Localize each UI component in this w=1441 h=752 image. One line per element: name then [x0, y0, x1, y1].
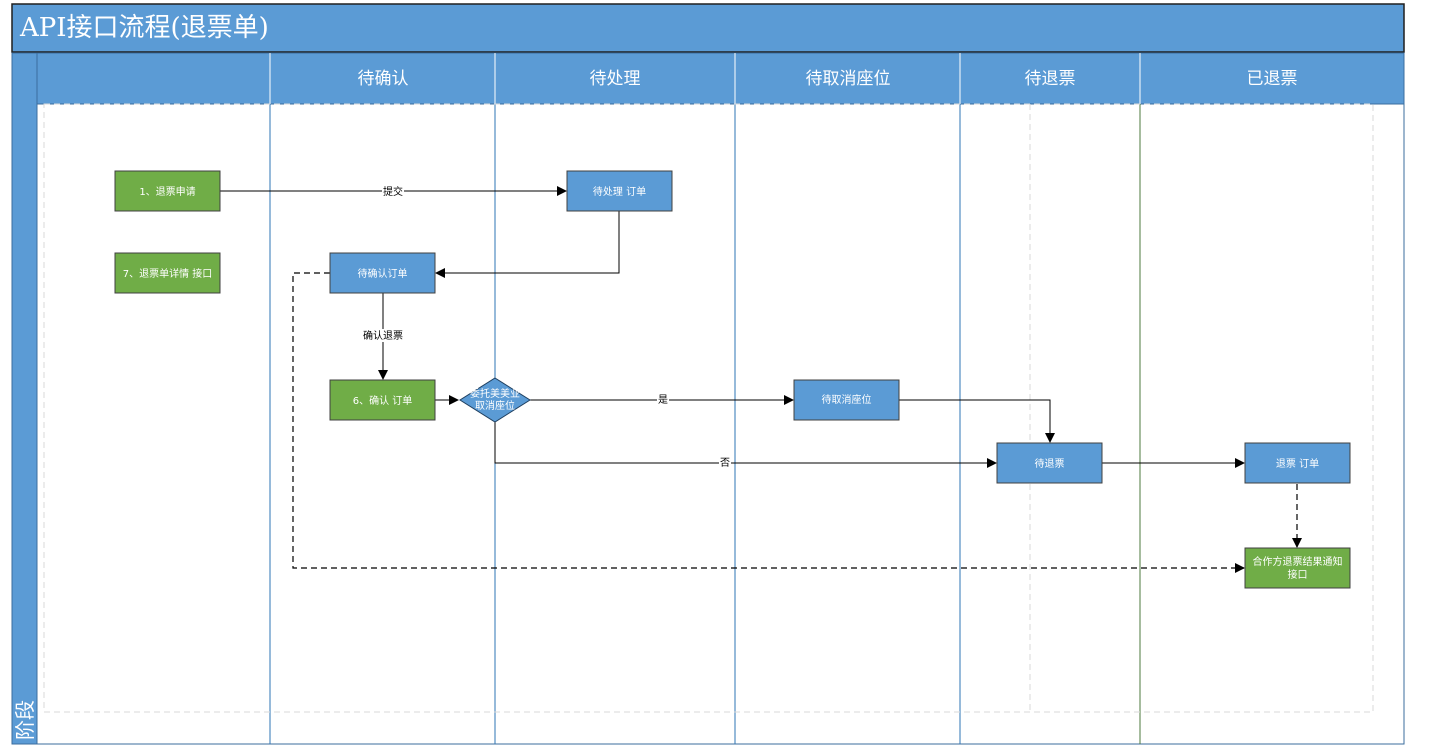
edge-label-no-bg: [719, 457, 731, 469]
node-pending-confirm-order[interactable]: 待确认订单: [329, 252, 436, 294]
node-partner-notify[interactable]: 合作方退票结果通知 接口: [1244, 547, 1351, 589]
node-decision-cancel-seat[interactable]: 委托美美业 取消座位: [459, 377, 531, 423]
node-refunded-label: 退票 订单: [1276, 458, 1319, 470]
lane-header-pending-cancel-seat: 待取消座位: [806, 69, 891, 89]
edge-label-submit: 提交: [383, 185, 403, 198]
pool-frame: [11, 3, 1405, 745]
node-pending-confirm-label: 待确认订单: [358, 267, 408, 280]
phase-label: 阶段: [13, 700, 37, 740]
phase-column: [11, 52, 38, 745]
page-guides: [43, 103, 1374, 713]
node-detail-label: 7、退票单详情 接口: [123, 267, 213, 280]
node-pending-cancel-label: 待取消座位: [822, 393, 872, 406]
diagram-title: API接口流程(退票单): [19, 13, 269, 43]
node-detail[interactable]: 7、退票单详情 接口: [114, 252, 221, 294]
node-apply[interactable]: 1、退票申请: [114, 170, 221, 212]
lane-header-pending-confirm: 待确认: [358, 69, 409, 89]
node-apply-label: 1、退票申请: [139, 185, 195, 198]
node-decision-label-line1: 委托美美业: [470, 387, 520, 400]
edge-label-no: 否: [720, 457, 730, 469]
edge-confirm-to-notify: [292, 272, 1245, 573]
edge-process-to-confirm: [435, 211, 620, 278]
node-pending-refund-label: 待退票: [1035, 457, 1065, 470]
node-decision-label-line2: 取消座位: [475, 399, 515, 412]
title-bar: [11, 3, 1405, 53]
node-pending-refund[interactable]: 待退票: [996, 442, 1103, 484]
node-notify-label-line2: 接口: [1288, 568, 1308, 581]
edge-label-yes-bg: [657, 394, 669, 406]
lane-header-row: [36, 52, 1405, 105]
node-notify-label-line1: 合作方退票结果通知: [1253, 555, 1343, 568]
lane-header-refunded: 已退票: [1247, 69, 1298, 89]
header-dividers: [269, 53, 1141, 104]
node-refunded-order[interactable]: 退票 订单: [1244, 442, 1351, 484]
edge-label-yes: 是: [658, 394, 668, 406]
edge-label-confirm-refund: 确认退票: [363, 329, 403, 342]
edge-label-submit-bg: [382, 185, 404, 197]
edge-no: [494, 422, 997, 468]
edge-label-confirm-refund-bg: [361, 329, 405, 342]
node-pending-process-label: 待处理 订单: [593, 185, 646, 198]
node-confirm-label: 6、确认 订单: [353, 394, 413, 407]
lane-separators: [269, 104, 1141, 744]
lane-header-pending-refund: 待退票: [1025, 69, 1076, 89]
node-confirm-order[interactable]: 6、确认 订单: [329, 379, 436, 421]
node-pending-cancel-seat[interactable]: 待取消座位: [793, 379, 900, 421]
lane-header-pending-process: 待处理: [590, 69, 641, 89]
node-pending-process-order[interactable]: 待处理 订单: [566, 170, 673, 212]
edge-cancel-to-refund: [899, 399, 1055, 443]
